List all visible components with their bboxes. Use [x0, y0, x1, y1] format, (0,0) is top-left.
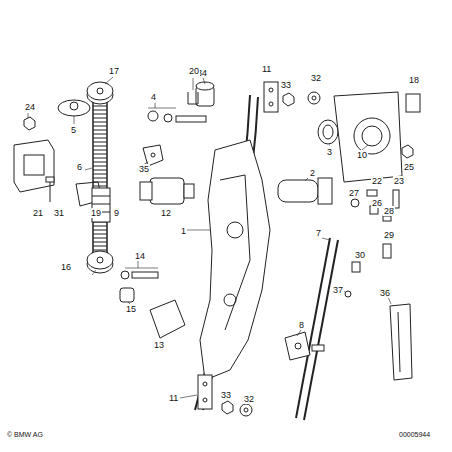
callout-number: 2 [309, 168, 316, 178]
callout-number: 29 [383, 230, 395, 240]
callout-number: 11 [261, 64, 272, 74]
callout-number: 26 [371, 198, 383, 208]
callout-number: 32 [310, 73, 322, 83]
callout-number: 4 [150, 92, 157, 102]
callout-number: 27 [348, 188, 360, 198]
callout-number: 7 [315, 228, 322, 238]
callout-number: 1 [180, 226, 187, 236]
callout-number: 21 [32, 208, 44, 218]
callout-number: 33 [280, 80, 292, 90]
callout-number: 3 [326, 147, 333, 157]
callout-number: 9 [113, 208, 120, 218]
callout-number: 8 [298, 320, 305, 330]
callout-number: 22 [371, 176, 383, 186]
callout-number: 28 [383, 206, 395, 216]
callout-number: 37 [332, 285, 344, 295]
callout-number: 10 [356, 150, 368, 160]
callout-number: 14 [134, 251, 146, 261]
callout-number: 20 [188, 66, 200, 76]
callout-number: 31 [53, 208, 65, 218]
callout-number: 13 [153, 340, 165, 350]
callout-number: 36 [379, 288, 391, 298]
callout-number: 18 [408, 75, 420, 85]
callout-number: 16 [60, 262, 72, 272]
callout-number: 25 [403, 162, 415, 172]
callout-number: 17 [108, 66, 120, 76]
copyright-note: 00005944 [398, 431, 431, 439]
callout-number: 15 [125, 304, 137, 314]
callout-number: 24 [24, 102, 36, 112]
callout-number: 32 [243, 394, 255, 404]
callout-number: 23 [393, 176, 405, 186]
callout-number: 30 [354, 250, 366, 260]
callout-number: 12 [160, 208, 172, 218]
exploded-parts [14, 82, 420, 420]
copyright-note: © BMW AG [6, 431, 44, 439]
callout-number: 5 [70, 125, 77, 135]
leader-lines [28, 77, 391, 398]
callout-number: 19 [90, 208, 102, 218]
callout-number: 33 [220, 390, 232, 400]
callout-number: 11 [168, 393, 179, 403]
callout-number: 6 [76, 162, 83, 172]
callout-number: 35 [138, 164, 150, 174]
